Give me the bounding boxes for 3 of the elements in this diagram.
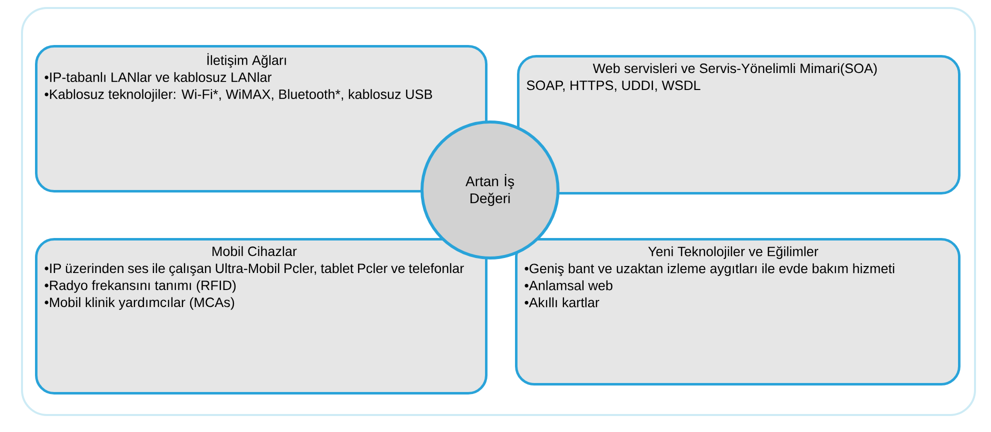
text-box: Yeni Teknolojiler ve Eğilimler •Geniş bant ve uzaktan izleme aygıtları ile evde bakım hizmeti •Anlamsal web •Akıllı kartlar (515, 238, 960, 386)
text-box: Mobil Cihazlar •IP üzerinden ses ile çalışan Ultra-Mobil Pcler, tablet Pcler ve telefonlar •Radyo frekansını tanımı (RFID) •Mobil klinik yardımcılar (MCAs) (35, 238, 488, 394)
text-box: Web servisleri ve Servis-Yönelimli Mimari(SOA) SOAP, HTTPS, UDDI, WSDL (517, 55, 960, 194)
